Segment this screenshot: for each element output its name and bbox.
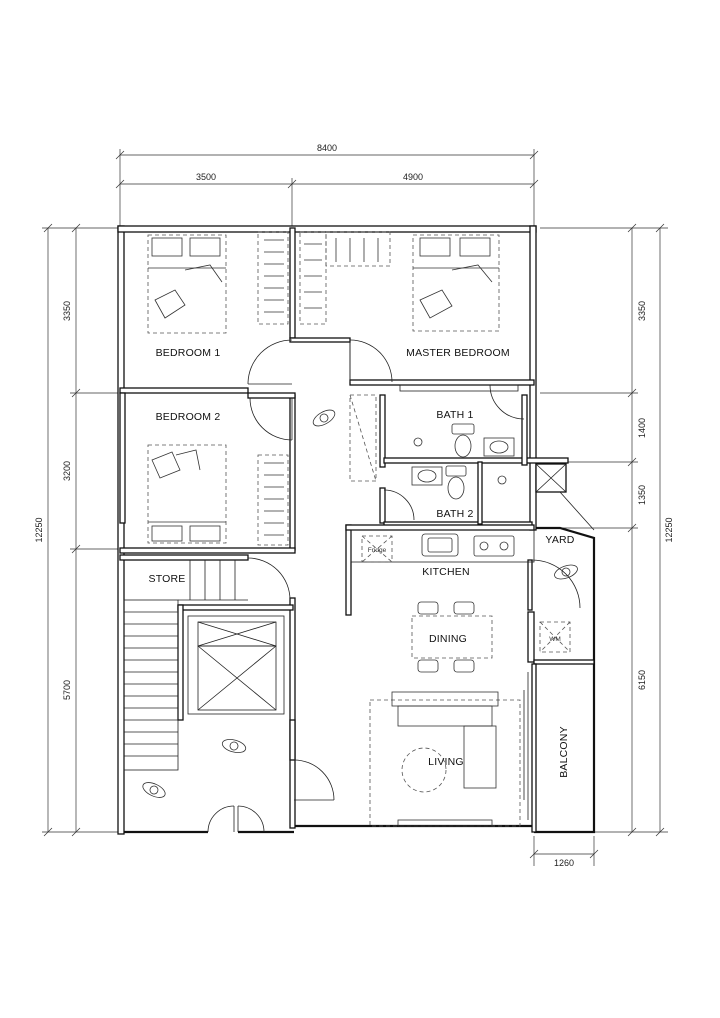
bed-master bbox=[412, 234, 500, 332]
living-set bbox=[369, 691, 521, 827]
doors bbox=[207, 339, 581, 833]
person-icon bbox=[221, 739, 247, 753]
fridge-label: Fridge bbox=[368, 547, 387, 554]
wardrobe-bedroom1 bbox=[257, 231, 289, 325]
bed-bedroom1 bbox=[147, 234, 227, 334]
room-label-bedroom2: BEDROOM 2 bbox=[156, 411, 221, 423]
wm-label: WM bbox=[549, 636, 561, 643]
dim-balcony-width: 1260 bbox=[554, 858, 574, 868]
bath1-fixtures bbox=[413, 423, 515, 458]
dining-set bbox=[411, 601, 493, 673]
dim-left-total: 12250 bbox=[34, 517, 44, 542]
room-label-living: LIVING bbox=[428, 756, 464, 768]
dim-left-top: 3350 bbox=[62, 301, 72, 321]
room-label-yard: YARD bbox=[545, 534, 574, 546]
dim-left-mid: 3200 bbox=[62, 461, 72, 481]
room-label-bedroom1: BEDROOM 1 bbox=[156, 347, 221, 359]
room-label-dining: DINING bbox=[429, 633, 467, 645]
dim-right-bath1: 1400 bbox=[637, 418, 647, 438]
dim-top-total: 8400 bbox=[317, 143, 337, 153]
service-shaft bbox=[349, 394, 377, 482]
walls bbox=[117, 225, 596, 835]
lift-shaft bbox=[187, 615, 285, 715]
dim-right-top: 3350 bbox=[637, 301, 647, 321]
person-icon bbox=[312, 409, 336, 427]
room-label-bath2: BATH 2 bbox=[436, 508, 473, 520]
room-label-balcony: BALCONY bbox=[558, 726, 570, 778]
wardrobe-bedroom2 bbox=[257, 454, 289, 546]
washing-machine bbox=[539, 621, 571, 653]
wardrobe-master bbox=[299, 231, 391, 325]
room-label-store: STORE bbox=[149, 573, 186, 585]
stairs bbox=[123, 560, 248, 771]
master-sliding-bar bbox=[399, 384, 519, 392]
dim-right-bath2: 1350 bbox=[637, 485, 647, 505]
dim-right-bottom: 6150 bbox=[637, 670, 647, 690]
dim-top-left: 3500 bbox=[196, 172, 216, 182]
room-label-master-bedroom: MASTER BEDROOM bbox=[406, 347, 510, 359]
bed-bedroom2 bbox=[147, 444, 227, 544]
room-label-kitchen: KITCHEN bbox=[422, 566, 470, 578]
kitchen-counter bbox=[350, 529, 535, 563]
dim-top-right: 4900 bbox=[403, 172, 423, 182]
room-label-bath1: BATH 1 bbox=[436, 409, 473, 421]
person-icon bbox=[554, 564, 578, 580]
dim-left-bottom: 5700 bbox=[62, 680, 72, 700]
person-icon bbox=[142, 782, 166, 798]
dimension-lines bbox=[42, 149, 668, 866]
dim-right-total: 12250 bbox=[664, 517, 674, 542]
bath2-fixtures bbox=[411, 465, 507, 500]
